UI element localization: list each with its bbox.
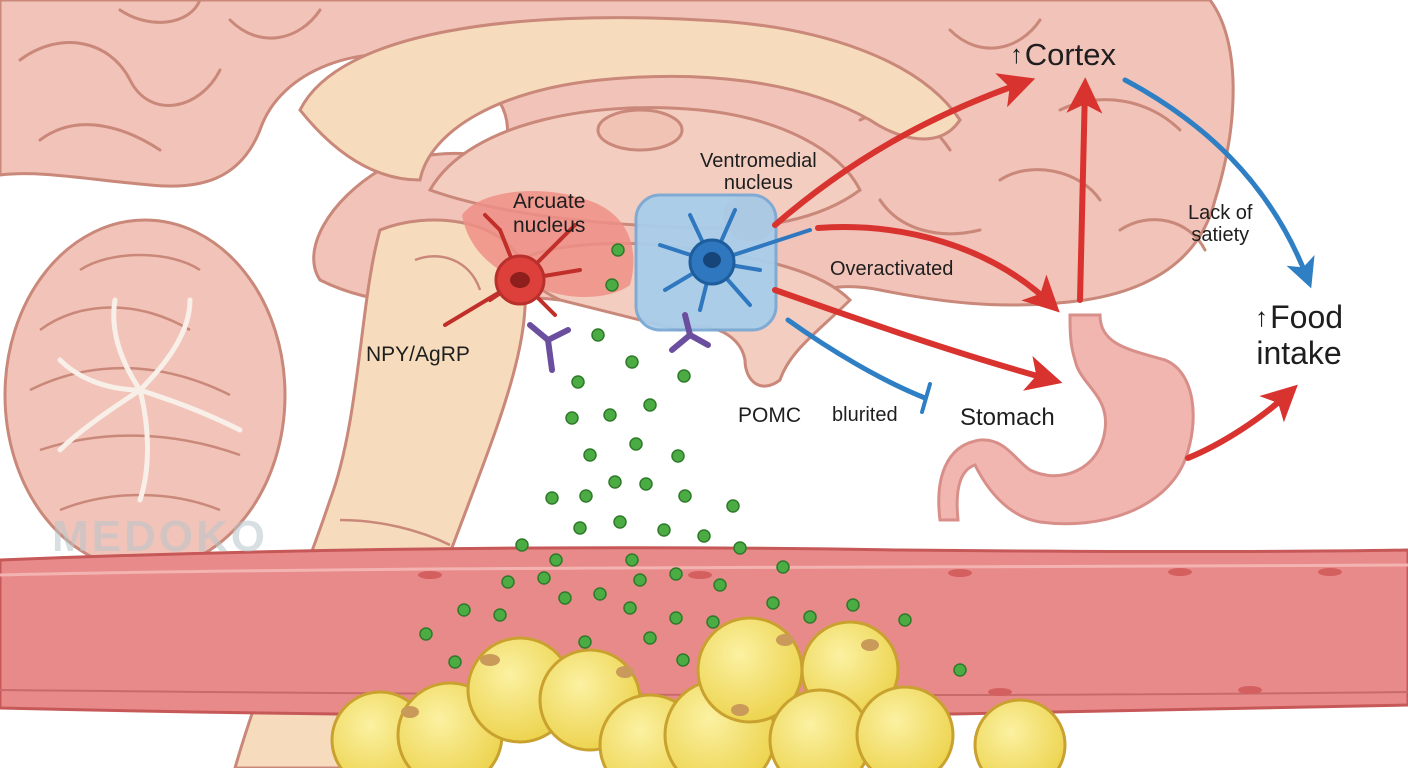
label-arcuate-line2: nucleus bbox=[513, 214, 585, 238]
label-cortex: Cortex bbox=[1010, 38, 1116, 73]
label-stomach: Stomach bbox=[960, 405, 1055, 432]
watermark: MEDOKO bbox=[52, 512, 268, 562]
label-arcuate-line1: Arcuate bbox=[513, 190, 585, 214]
label-ventromedial-line1: Ventromedial bbox=[700, 150, 817, 172]
label-food-line1: Food bbox=[1255, 300, 1343, 336]
label-lack-line1: Lack of bbox=[1188, 202, 1252, 224]
label-pomc: POMC bbox=[738, 404, 801, 428]
label-food-line2: intake bbox=[1255, 336, 1343, 372]
label-lack-of-satiety: Lack of satiety bbox=[1188, 202, 1252, 247]
fornix-body bbox=[598, 110, 682, 150]
leptin-receptor-1 bbox=[530, 325, 568, 370]
label-ventromedial-line2: nucleus bbox=[700, 172, 817, 194]
label-food-intake: Food intake bbox=[1255, 300, 1343, 372]
label-npy-agrp: NPY/AgRP bbox=[366, 343, 470, 367]
label-arcuate-nucleus: Arcuate nucleus bbox=[513, 190, 585, 237]
label-lack-line2: satiety bbox=[1188, 224, 1252, 246]
label-blurited: blurited bbox=[832, 404, 898, 426]
label-overactivated: Overactivated bbox=[830, 258, 953, 280]
label-ventromedial-nucleus: Ventromedial nucleus bbox=[700, 150, 817, 195]
